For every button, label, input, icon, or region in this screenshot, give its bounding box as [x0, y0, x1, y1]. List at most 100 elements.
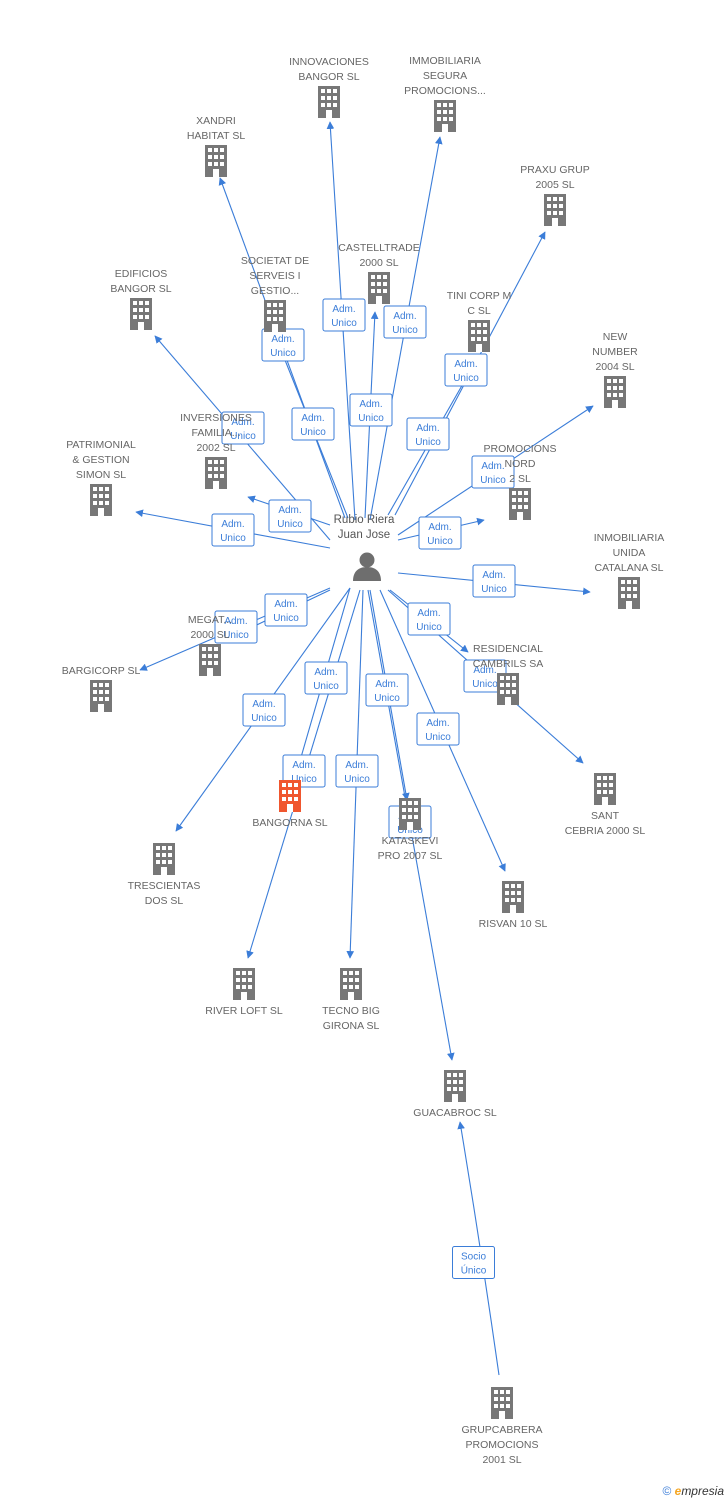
- relation-label-trescientas[interactable]: Adm.Unico: [242, 693, 286, 727]
- relation-label-risvan-box: [416, 712, 460, 746]
- company-node-river-loft[interactable]: RIVER LOFT SL: [205, 968, 283, 1017]
- relation-label-inmobiliaria-unida[interactable]: Adm.Unico: [472, 564, 516, 598]
- relation-label-xandri[interactable]: Adm.Unico: [261, 328, 305, 362]
- building-icon: [468, 320, 490, 352]
- relation-label-kataskevi[interactable]: Adm. Unico: [365, 673, 409, 707]
- relation-label-tecno-big[interactable]: Adm.Unico: [335, 754, 379, 788]
- center-name-line-2: Juan Jose: [338, 529, 390, 541]
- relation-label-patrimonial-box: [211, 513, 255, 547]
- company-node-bargicorp[interactable]: BARGICORP SL: [62, 665, 141, 712]
- company-label: CATALANA SL: [594, 562, 663, 574]
- company-label: FAMILIA...: [191, 427, 240, 439]
- relation-label-kataskevi-text: Unico: [374, 693, 400, 704]
- relation-label-patrimonial[interactable]: Adm.Unico: [211, 513, 255, 547]
- copyright-icon: ©: [662, 1484, 672, 1498]
- building-icon: [544, 194, 566, 226]
- building-icon: [318, 86, 340, 118]
- center-name-line-1: Rubio Riera: [334, 514, 395, 526]
- company-label: BANGOR SL: [110, 283, 171, 295]
- relation-label-sant-cebria-text: Unico: [472, 679, 498, 690]
- company-label: & GESTION: [72, 454, 129, 466]
- company-label: GIRONA SL: [323, 1020, 380, 1032]
- building-icon: [233, 968, 255, 1000]
- relation-label-societat[interactable]: Adm. Unico: [291, 407, 335, 441]
- relation-label-new-number[interactable]: Adm. Unico: [471, 455, 515, 489]
- relation-label-praxu[interactable]: Adm.Unico: [444, 353, 488, 387]
- relation-label-inmobiliaria-unida-box: [472, 564, 516, 598]
- relation-label-sant-cebria[interactable]: Adm.Unico: [463, 659, 507, 693]
- building-icon: [130, 298, 152, 330]
- relation-label-river-loft-text: Unico: [291, 774, 317, 785]
- relation-label-tecno-big-text: Unico: [344, 774, 370, 785]
- relation-label-river-loft[interactable]: Adm.Unico: [282, 754, 326, 788]
- building-icon: [594, 773, 616, 805]
- relation-label-societat-text: Adm.: [301, 413, 324, 424]
- relation-label-new-number-text: Adm.: [481, 461, 504, 472]
- relation-label-immobiliaria-segura[interactable]: Adm.Unico: [383, 305, 427, 339]
- company-node-bangorna[interactable]: BANGORNA SL: [252, 780, 328, 829]
- relation-label-edificios[interactable]: Adm.Unico: [221, 411, 265, 445]
- building-icon: [199, 644, 221, 676]
- relation-label-promocions-nord[interactable]: Adm.Unico: [418, 516, 462, 550]
- relation-label-guacabroc-text: Unico: [397, 825, 423, 836]
- company-node-residencial[interactable]: RESIDENCIAL CAMBRILS SA: [473, 643, 544, 705]
- relation-label-megat-text: Unico: [273, 613, 299, 624]
- relation-label-tini[interactable]: Adm.Unico: [406, 417, 450, 451]
- company-label: CEBRIA 2000 SL: [565, 825, 646, 837]
- building-icon: [264, 300, 286, 332]
- company-node-immobiliaria-segura[interactable]: IMMOBILIARIASEGURAPROMOCIONS...: [404, 55, 486, 132]
- relation-label-tecno-big-box: [335, 754, 379, 788]
- relation-label-inversiones[interactable]: Adm.Unico: [268, 499, 312, 533]
- relation-label-societat-text: Unico: [300, 427, 326, 438]
- relation-label-megat[interactable]: Adm.Unico: [264, 593, 308, 627]
- company-label: 2000 SL: [359, 257, 398, 269]
- company-node-risvan[interactable]: RISVAN 10 SL: [479, 881, 548, 930]
- relation-label-new-number-text: Unico: [480, 475, 506, 486]
- relation-label-kataskevi-text: Adm.: [375, 679, 398, 690]
- company-label: PROMOCIONS...: [404, 85, 486, 97]
- relation-label-promocions-nord-text: Unico: [427, 536, 453, 547]
- company-node-megat[interactable]: MEGAT...2000 SL: [188, 614, 232, 676]
- building-icon: [205, 145, 227, 177]
- relation-label-bangorna[interactable]: Adm.Unico: [304, 661, 348, 695]
- center-person[interactable]: Rubio Riera Juan Jose: [334, 514, 395, 581]
- company-label: DOS SL: [145, 895, 184, 907]
- company-label: HABITAT SL: [187, 130, 246, 142]
- relation-label-trescientas-text: Unico: [251, 713, 277, 724]
- company-label: GESTIO...: [251, 285, 299, 297]
- company-label: RESIDENCIAL: [473, 643, 543, 655]
- company-node-guacabroc[interactable]: GUACABROC SL: [413, 1070, 497, 1119]
- company-label: INVERSIONES: [180, 412, 252, 424]
- relation-label-innovaciones-text: Adm.: [332, 304, 355, 315]
- relation-label-castelltrade[interactable]: Adm.Unico: [349, 393, 393, 427]
- building-icon: [90, 680, 112, 712]
- company-node-tini[interactable]: TINI CORP MC SL: [447, 290, 512, 352]
- relation-labels-layer: Adm.UnicoAdm.UnicoAdm.UnicoAdm.UnicoAdm.…: [211, 298, 516, 1279]
- company-label: CAMBRILS SA: [473, 658, 544, 670]
- building-icon: [444, 1070, 466, 1102]
- company-label: GRUPCABRERA: [461, 1424, 542, 1436]
- relation-label-bargicorp[interactable]: Adm.Unico: [214, 610, 258, 644]
- relation-label-residencial[interactable]: Adm.Unico: [407, 602, 451, 636]
- relation-label-risvan[interactable]: Adm.Unico: [416, 712, 460, 746]
- relation-label-innovaciones[interactable]: Adm.Unico: [322, 298, 366, 332]
- empresia-logo[interactable]: empresia: [674, 1484, 724, 1498]
- relation-label-residencial-box: [407, 602, 451, 636]
